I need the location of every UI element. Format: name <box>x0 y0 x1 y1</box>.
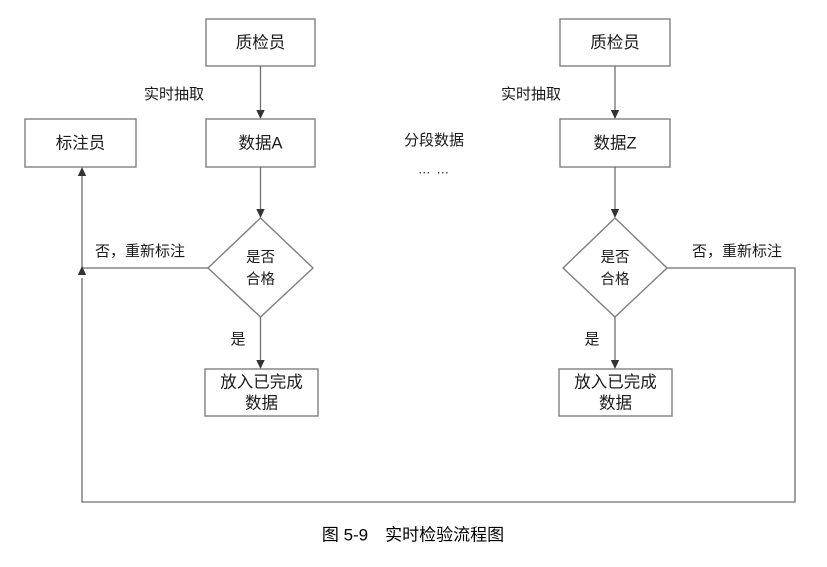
node-left-data[interactable]: 数据A <box>205 118 316 168</box>
node-right-inspector[interactable]: 质检员 <box>559 18 671 67</box>
node-left-inspector-box <box>205 18 316 67</box>
node-annotator-label: 标注员 <box>56 133 106 152</box>
middle-note-label: 分段数据 <box>404 132 464 149</box>
node-left-decision[interactable]: 是否 合格 <box>206 217 315 318</box>
edge-return-loop-arrowhead <box>77 266 87 275</box>
node-right-inspector-label: 质检员 <box>590 33 640 52</box>
arrowhead-right-inspector-to-data <box>610 110 620 119</box>
node-right-decision[interactable]: 是否 合格 <box>561 217 669 318</box>
node-left-done[interactable]: 放入已完成 数据 <box>204 368 319 417</box>
arrowhead-right-data-to-decision <box>610 209 620 218</box>
node-left-data-box <box>205 118 316 168</box>
node-left-decision-label-line1: 是否 <box>246 250 275 266</box>
node-right-decision-label-line1: 是否 <box>601 250 630 266</box>
middle-note-ellipsis: … … <box>418 161 451 176</box>
edge-label-left-extract: 实时抽取 <box>144 86 204 103</box>
edge-label-left-pass: 是 <box>230 331 245 348</box>
edge-label-right-pass: 是 <box>584 331 599 348</box>
node-left-inspector[interactable]: 质检员 <box>205 18 316 67</box>
node-right-decision-label-line2: 合格 <box>601 271 630 288</box>
arrowhead-return-loop <box>77 266 87 275</box>
node-annotator-box <box>24 118 137 168</box>
edge-label-right-reject: 否，重新标注 <box>692 243 782 260</box>
node-left-done-box <box>204 368 319 417</box>
edge-label-right-extract: 实时抽取 <box>501 86 561 103</box>
arrowhead-left-reject-to-annotator <box>77 167 87 176</box>
arrowhead-left-data-to-decision <box>256 209 265 218</box>
figure-caption: 图 5-9 实时检验流程图 <box>322 525 504 544</box>
node-right-decision-shape <box>561 217 669 318</box>
node-left-done-label-line2: 数据 <box>245 393 278 412</box>
edge-label-left-reject: 否，重新标注 <box>95 243 185 260</box>
node-left-done-label-line1: 放入已完成 <box>220 372 303 391</box>
arrowhead-right-pass-to-done <box>610 360 620 369</box>
node-left-decision-shape <box>206 217 315 318</box>
edge-left-pass-to-done <box>256 317 265 369</box>
node-annotator[interactable]: 标注员 <box>24 118 137 168</box>
edge-left-data-to-decision <box>256 167 265 218</box>
edge-left-inspector-to-data <box>256 66 265 119</box>
edge-right-pass-to-done <box>610 317 620 369</box>
node-right-done[interactable]: 放入已完成 数据 <box>558 368 673 417</box>
node-left-inspector-label: 质检员 <box>236 33 286 52</box>
node-right-data-label: 数据Z <box>593 133 636 152</box>
node-right-done-box <box>558 368 673 417</box>
node-right-done-label-line2: 数据 <box>599 393 632 412</box>
node-right-done-label-line1: 放入已完成 <box>574 372 657 391</box>
arrowhead-left-inspector-to-data <box>256 110 265 119</box>
arrowhead-left-pass-to-done <box>256 360 265 369</box>
node-right-data[interactable]: 数据Z <box>559 118 671 168</box>
edge-right-inspector-to-data <box>610 66 620 119</box>
node-left-data-label: 数据A <box>238 133 282 152</box>
edge-right-reject-loop <box>81 267 796 503</box>
node-left-decision-label-line2: 合格 <box>246 271 275 288</box>
middle-note: 分段数据 … … <box>404 132 464 176</box>
edge-right-data-to-decision <box>610 167 620 218</box>
